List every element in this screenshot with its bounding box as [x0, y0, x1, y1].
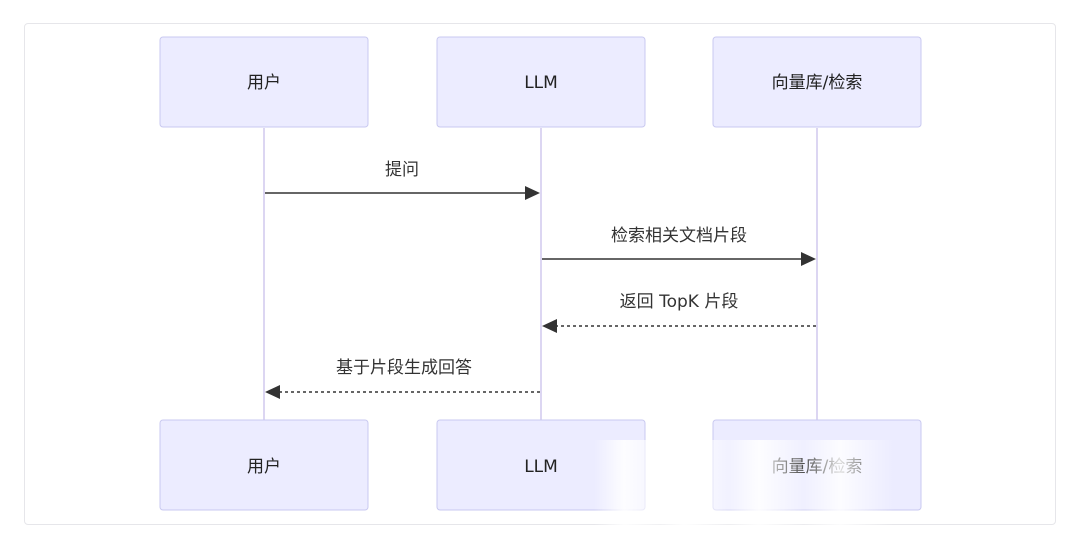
message-ask-label: 提问: [385, 160, 419, 180]
message-search-label: 检索相关文档片段: [611, 226, 747, 246]
actor-user-bottom: 用户: [159, 419, 369, 511]
actor-llm-bottom: LLM: [436, 419, 646, 511]
arrow-head-right-icon: [801, 252, 816, 266]
arrow-head-left-icon: [542, 319, 557, 333]
actor-vec-bottom-label: 向量库/检索: [772, 457, 863, 477]
actor-vec-top-label: 向量库/检索: [772, 73, 863, 93]
actor-llm-top: LLM: [436, 36, 646, 128]
actor-user-top: 用户: [159, 36, 369, 128]
message-generate-answer: 基于片段生成回答: [265, 358, 540, 399]
actor-vec-top: 向量库/检索: [712, 36, 922, 128]
message-search: 检索相关文档片段: [542, 226, 816, 266]
arrow-head-right-icon: [525, 186, 540, 200]
arrow-head-left-icon: [265, 385, 280, 399]
message-generate-answer-label: 基于片段生成回答: [336, 358, 472, 378]
actor-llm-bottom-label: LLM: [524, 457, 558, 477]
actor-user-top-label: 用户: [247, 73, 281, 93]
actor-vec-bottom: 向量库/检索: [712, 419, 922, 511]
message-ask: 提问: [265, 160, 540, 200]
actor-llm-top-label: LLM: [524, 73, 558, 93]
actor-user-bottom-label: 用户: [247, 457, 281, 477]
message-return-topk-label: 返回 TopK 片段: [620, 292, 739, 312]
message-return-topk: 返回 TopK 片段: [542, 292, 816, 333]
